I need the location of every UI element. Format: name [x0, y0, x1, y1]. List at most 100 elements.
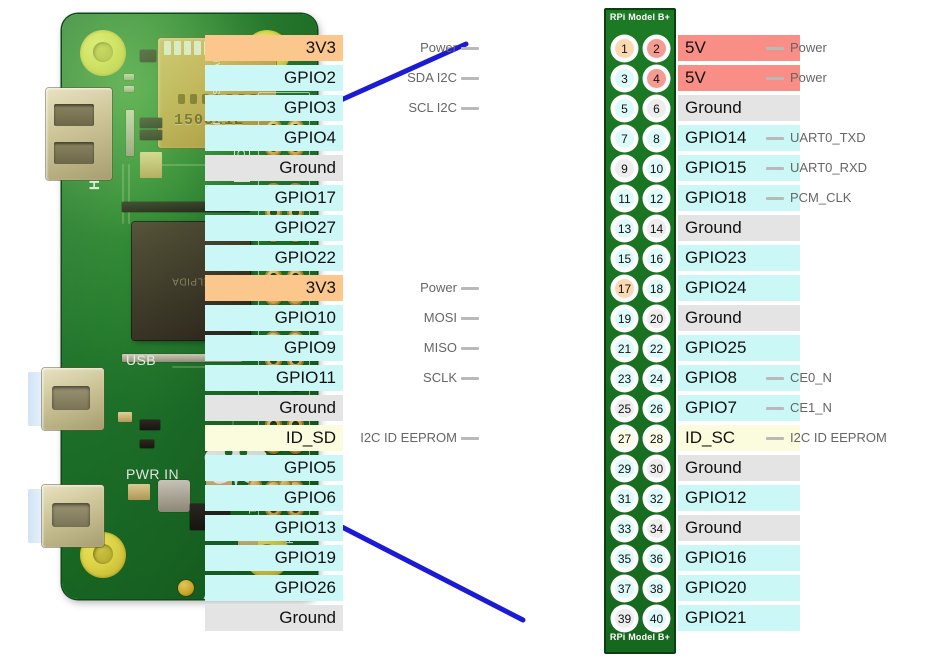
pin-number-even[interactable]: 36 [644, 546, 669, 571]
pin-number-odd[interactable]: 17 [612, 276, 637, 301]
pin-number-even[interactable]: 4 [644, 66, 669, 91]
pin-number-even[interactable]: 18 [644, 276, 669, 301]
pin-label-right[interactable]: GPIO21 [678, 605, 800, 631]
pin-label-right[interactable]: ID_SC [678, 425, 800, 451]
pin-number-odd[interactable]: 29 [612, 456, 637, 481]
usb-connector-shadow [28, 372, 44, 426]
pin-label-right[interactable]: Ground [678, 515, 800, 541]
pin-number-even[interactable]: 2 [644, 36, 669, 61]
pin-label-left[interactable]: GPIO26 [205, 575, 343, 601]
pin-number-odd[interactable]: 35 [612, 546, 637, 571]
pin-label-left[interactable]: GPIO13 [205, 515, 343, 541]
pin-number-even[interactable]: 12 [644, 186, 669, 211]
pin-number-even[interactable]: 32 [644, 486, 669, 511]
pin-number-even[interactable]: 34 [644, 516, 669, 541]
pin-number-odd[interactable]: 11 [612, 186, 637, 211]
pin-label-right[interactable]: GPIO8 [678, 365, 800, 391]
pin-function-right: Power [790, 40, 827, 55]
pin-row: Ground 39 40 GPIO21 [0, 605, 945, 631]
pin-function-right: PCM_CLK [790, 190, 852, 205]
pin-label-left[interactable]: 3V3 [205, 275, 343, 301]
pin-label-right[interactable]: Ground [678, 305, 800, 331]
pin-number-odd[interactable]: 5 [612, 96, 637, 121]
connector-dash-left [461, 287, 479, 290]
pin-label-right[interactable]: GPIO24 [678, 275, 800, 301]
pin-label-left[interactable]: GPIO11 [205, 365, 343, 391]
pin-number-odd[interactable]: 23 [612, 366, 637, 391]
pin-label-left[interactable]: GPIO19 [205, 545, 343, 571]
pin-label-left[interactable]: GPIO9 [205, 335, 343, 361]
pin-label-left[interactable]: GPIO4 [205, 125, 343, 151]
pin-label-left[interactable]: GPIO3 [205, 95, 343, 121]
pin-number-even[interactable]: 16 [644, 246, 669, 271]
pin-function-right: UART0_TXD [790, 130, 866, 145]
pin-number-odd[interactable]: 7 [612, 126, 637, 151]
pin-label-left[interactable]: GPIO2 [205, 65, 343, 91]
pin-number-even[interactable]: 8 [644, 126, 669, 151]
pin-number-odd[interactable]: 19 [612, 306, 637, 331]
pin-number-even[interactable]: 10 [644, 156, 669, 181]
pin-number-even[interactable]: 40 [644, 606, 669, 631]
pin-number-even[interactable]: 38 [644, 576, 669, 601]
pin-label-left[interactable]: GPIO22 [205, 245, 343, 271]
pin-label-left[interactable]: GPIO17 [205, 185, 343, 211]
pin-function-right: I2C ID EEPROM [790, 430, 887, 445]
pin-number-odd[interactable]: 9 [612, 156, 637, 181]
silk-pwr-in-label: PWR IN [126, 466, 179, 482]
pin-number-even[interactable]: 26 [644, 396, 669, 421]
pin-number-odd[interactable]: 39 [612, 606, 637, 631]
pin-label-right[interactable]: GPIO16 [678, 545, 800, 571]
pin-label-left[interactable]: Ground [205, 605, 343, 631]
pin-number-even[interactable]: 28 [644, 426, 669, 451]
pin-label-left[interactable]: Ground [205, 155, 343, 181]
pin-function-left: SDA I2C [407, 70, 457, 85]
pin-label-left[interactable]: GPIO5 [205, 455, 343, 481]
pin-label-right[interactable]: GPIO20 [678, 575, 800, 601]
pin-number-odd[interactable]: 25 [612, 396, 637, 421]
connector-dash-left [461, 77, 479, 80]
pin-label-right[interactable]: GPIO12 [678, 485, 800, 511]
pin-number-odd[interactable]: 1 [612, 36, 637, 61]
connector-dash-left [461, 107, 479, 110]
pin-label-left[interactable]: GPIO6 [205, 485, 343, 511]
pin-label-right[interactable]: Ground [678, 455, 800, 481]
pin-number-odd[interactable]: 37 [612, 576, 637, 601]
pin-label-right[interactable]: GPIO23 [678, 245, 800, 271]
pin-number-odd[interactable]: 13 [612, 216, 637, 241]
pin-function-left: Power [420, 280, 457, 295]
pin-number-even[interactable]: 24 [644, 366, 669, 391]
pin-number-odd[interactable]: 31 [612, 486, 637, 511]
pin-number-even[interactable]: 14 [644, 216, 669, 241]
mounting-hole-top-left [80, 30, 126, 76]
pin-row: Power 3V3 17 18 GPIO24 [0, 275, 945, 301]
pin-function-right: Power [790, 70, 827, 85]
pin-number-even[interactable]: 22 [644, 336, 669, 361]
pin-label-right[interactable]: Ground [678, 95, 800, 121]
pin-number-odd[interactable]: 15 [612, 246, 637, 271]
mini-hdmi-connector [46, 88, 112, 180]
pin-label-right[interactable]: GPIO7 [678, 395, 800, 421]
pin-number-even[interactable]: 6 [644, 96, 669, 121]
pin-number-odd[interactable]: 3 [612, 66, 637, 91]
pin-number-odd[interactable]: 33 [612, 516, 637, 541]
pin-label-right[interactable]: GPIO14 [678, 125, 800, 151]
micro-usb-data-connector [42, 368, 104, 430]
pin-row: GPIO26 37 38 GPIO20 [0, 575, 945, 601]
pin-label-left[interactable]: 3V3 [205, 35, 343, 61]
pin-label-left[interactable]: Ground [205, 395, 343, 421]
pin-label-left[interactable]: GPIO10 [205, 305, 343, 331]
pin-label-right[interactable]: GPIO25 [678, 335, 800, 361]
pin-label-right[interactable]: Ground [678, 215, 800, 241]
pin-number-even[interactable]: 20 [644, 306, 669, 331]
pin-label-left[interactable]: GPIO27 [205, 215, 343, 241]
connector-dash-right [766, 407, 784, 410]
pin-number-odd[interactable]: 27 [612, 426, 637, 451]
pin-label-left[interactable]: ID_SD [205, 425, 343, 451]
pwr-connector-shadow [28, 489, 44, 543]
connector-dash-left [461, 347, 479, 350]
pin-number-odd[interactable]: 21 [612, 336, 637, 361]
pin-number-even[interactable]: 30 [644, 456, 669, 481]
